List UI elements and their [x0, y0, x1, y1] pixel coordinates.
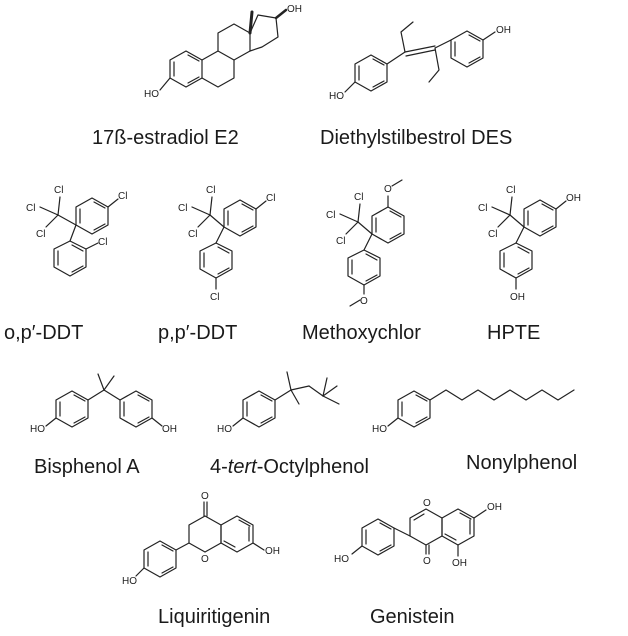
genistein-o-2: O: [423, 556, 431, 567]
estradiol-name: 17ß-estradiol E2: [92, 127, 239, 149]
octylphenol-name: 4-tert-Octylphenol: [210, 456, 369, 479]
opddt-cl-1: Cl: [26, 203, 35, 214]
hpte-name: HPTE: [487, 322, 541, 344]
ppddt-cl-4: Cl: [266, 193, 275, 204]
octylphenol-structure: HO: [215, 358, 375, 443]
des-name: Diethylstilbestrol DES: [320, 127, 513, 149]
methoxychlor-name: Methoxychlor: [302, 322, 421, 344]
des-structure: HO OH: [325, 0, 525, 115]
estradiol-oh-label: OH: [287, 4, 302, 15]
octylphenol-name-prefix: 4-: [210, 456, 228, 478]
genistein-oh-2: OH: [452, 558, 467, 569]
ppddt-structure: Cl Cl Cl Cl Cl: [170, 175, 290, 310]
methoxychlor-cl-3: Cl: [336, 236, 345, 247]
ppddt-cl-1: Cl: [178, 203, 187, 214]
ppddt-cl-2: Cl: [206, 185, 215, 196]
genistein-name: Genistein: [370, 606, 455, 628]
opddt-cl-2: Cl: [54, 185, 63, 196]
hpte-cl-3: Cl: [488, 229, 497, 240]
ppddt-name: p,p′-DDT: [158, 322, 238, 344]
bpa-oh-label: OH: [162, 424, 177, 435]
ppddt-cl-5: Cl: [210, 292, 219, 303]
hpte-cl-1: Cl: [478, 203, 487, 214]
nonylphenol-name: Nonylphenol: [466, 452, 578, 474]
liquiritigenin-ho-label: HO: [122, 576, 137, 587]
liquiritigenin-o-1: O: [201, 491, 209, 502]
genistein-oh-1: OH: [487, 502, 502, 513]
octylphenol-name-italic: tert: [227, 456, 257, 478]
hpte-oh-1: OH: [566, 193, 581, 204]
octylphenol-ho-label: HO: [217, 424, 232, 435]
octylphenol-name-suffix: -Octylphenol: [256, 456, 369, 478]
liquiritigenin-oh-label: OH: [265, 546, 280, 557]
genistein-ho-label: HO: [334, 554, 349, 565]
opddt-name: o,p′-DDT: [4, 322, 84, 344]
methoxychlor-cl-2: Cl: [354, 192, 363, 203]
methoxychlor-o-2: O: [360, 296, 368, 307]
methoxychlor-o-1: O: [384, 184, 392, 195]
methoxychlor-cl-1: Cl: [326, 210, 335, 221]
opddt-cl-5: Cl: [98, 237, 107, 248]
genistein-o-1: O: [423, 498, 431, 509]
hpte-structure: Cl Cl Cl OH OH: [470, 175, 600, 310]
opddt-cl-3: Cl: [36, 229, 45, 240]
estradiol-structure: OH HO: [130, 0, 320, 115]
bpa-ho-label: HO: [30, 424, 45, 435]
hpte-oh-2: OH: [510, 292, 525, 303]
estradiol-ho-label: HO: [144, 89, 159, 100]
opddt-cl-4: Cl: [118, 191, 127, 202]
opddt-structure: Cl Cl Cl Cl Cl: [18, 175, 148, 300]
des-oh-label: OH: [496, 25, 511, 36]
bpa-name: Bisphenol A: [34, 456, 140, 478]
liquiritigenin-name: Liquiritigenin: [158, 606, 271, 628]
nonylphenol-ho-label: HO: [372, 424, 387, 435]
methoxychlor-structure: Cl Cl Cl O O: [318, 172, 448, 317]
genistein-structure: O OH OH O HO: [330, 488, 530, 603]
ppddt-cl-3: Cl: [188, 229, 197, 240]
nonylphenol-structure: HO: [370, 358, 590, 443]
bpa-structure: HO OH: [28, 360, 198, 445]
hpte-cl-2: Cl: [506, 185, 515, 196]
liquiritigenin-o-2: O: [201, 554, 209, 565]
des-ho-label: HO: [329, 91, 344, 102]
liquiritigenin-structure: O OH O HO: [122, 488, 312, 603]
